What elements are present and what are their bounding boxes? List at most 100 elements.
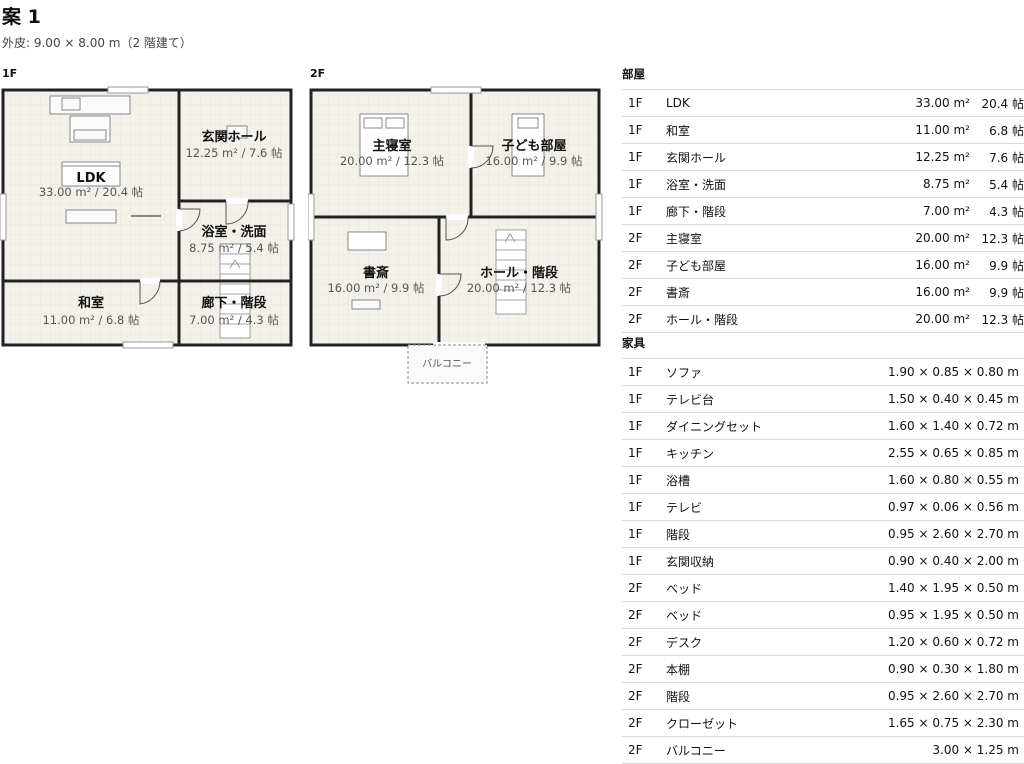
stairs-2f bbox=[495, 229, 527, 315]
furniture-row-name: ベッド bbox=[666, 608, 703, 623]
room-row-name: 子ども部屋 bbox=[666, 258, 727, 273]
room-area-bath: 8.75 m² / 5.4 帖 bbox=[189, 241, 279, 255]
furniture-row-floor: 1F bbox=[628, 419, 643, 433]
balcony: バルコニー bbox=[407, 344, 488, 384]
room-row-tatami: 12.3 帖 bbox=[981, 312, 1024, 327]
room-row-floor: 1F bbox=[628, 204, 643, 218]
furniture-row-floor: 2F bbox=[628, 689, 643, 703]
furniture-row-name: ダイニングセット bbox=[666, 419, 763, 434]
furniture-row: 1F キッチン 2.55 × 0.65 × 0.85 m bbox=[622, 440, 1024, 467]
room-name-hallway: 廊下・階段 bbox=[201, 295, 266, 311]
room-row-area: 8.75 m² bbox=[922, 177, 970, 191]
room-row-tatami: 9.9 帖 bbox=[989, 258, 1024, 273]
room-row-name: 書斎 bbox=[666, 285, 691, 300]
furniture-row-floor: 1F bbox=[628, 473, 643, 487]
furniture-heading: 家具 bbox=[622, 336, 645, 350]
room-row-area: 33.00 m² bbox=[915, 96, 970, 110]
furniture-row-dims: 1.20 × 0.60 × 0.72 m bbox=[887, 635, 1019, 649]
rooms-heading: 部屋 bbox=[622, 67, 645, 81]
room-area-washitsu: 11.00 m² / 6.8 帖 bbox=[42, 313, 139, 327]
doors-1f bbox=[139, 198, 249, 305]
room-area-ldk: 33.00 m² / 20.4 帖 bbox=[39, 185, 143, 199]
room-area-hall-stairs: 20.00 m² / 12.3 帖 bbox=[467, 281, 571, 295]
room-row-floor: 1F bbox=[628, 96, 643, 110]
room-area-child: 16.00 m² / 9.9 帖 bbox=[485, 154, 582, 168]
furniture-row-name: デスク bbox=[666, 635, 703, 650]
furniture-row-name: キッチン bbox=[666, 446, 715, 461]
furniture-row-floor: 1F bbox=[628, 527, 643, 541]
furniture-row-floor: 2F bbox=[628, 581, 643, 595]
dining-set bbox=[69, 115, 111, 143]
room-row-floor: 2F bbox=[628, 231, 643, 245]
floor-label-2f: 2F bbox=[310, 67, 326, 80]
floor-plan-1f: LDK 33.00 m² / 20.4 帖 玄関ホール 12.25 m² / 7… bbox=[0, 86, 295, 349]
furniture-row-name: 本棚 bbox=[666, 662, 691, 677]
floor-plan-2f: バルコニー 主寝室 20.00 m² / 12.3 帖 子ども部屋 16.00 … bbox=[308, 86, 603, 384]
furniture-row-name: 浴槽 bbox=[666, 473, 691, 488]
furniture-row-floor: 2F bbox=[628, 608, 643, 622]
room-row-floor: 2F bbox=[628, 312, 643, 326]
tv-stand bbox=[65, 209, 117, 224]
furniture-row-dims: 0.95 × 2.60 × 2.70 m bbox=[887, 689, 1019, 703]
room-name-bath: 浴室・洗面 bbox=[201, 224, 266, 240]
page-title: 案 1 bbox=[2, 6, 41, 28]
furniture-row-dims: 1.60 × 0.80 × 0.55 m bbox=[887, 473, 1019, 487]
furniture-row: 1F 階段 0.95 × 2.60 × 2.70 m bbox=[622, 521, 1024, 548]
room-row-floor: 1F bbox=[628, 123, 643, 137]
furniture-row-name: ベッド bbox=[666, 581, 703, 596]
room-area-hallway: 7.00 m² / 4.3 帖 bbox=[189, 313, 279, 327]
furniture-row-name: ソファ bbox=[666, 365, 703, 380]
furniture-row-name: 階段 bbox=[666, 527, 691, 542]
room-row-area: 20.00 m² bbox=[915, 231, 970, 245]
room-row-floor: 2F bbox=[628, 285, 643, 299]
room-row-area: 12.25 m² bbox=[915, 150, 970, 164]
furniture-row-name: バルコニー bbox=[666, 743, 726, 758]
desk bbox=[347, 231, 387, 251]
room-row-area: 16.00 m² bbox=[915, 285, 970, 299]
room-row-area: 7.00 m² bbox=[922, 204, 970, 218]
envelope-subtitle: 外皮: 9.00 × 8.00 m（2 階建て） bbox=[2, 36, 192, 50]
bookshelf bbox=[351, 299, 381, 310]
furniture-row-dims: 0.95 × 2.60 × 2.70 m bbox=[887, 527, 1019, 541]
windows-2f bbox=[308, 86, 603, 241]
room-name-child: 子ども部屋 bbox=[501, 138, 566, 154]
room-row-area: 16.00 m² bbox=[915, 258, 970, 272]
furniture-row-floor: 1F bbox=[628, 392, 643, 406]
furniture-row-dims: 1.50 × 0.40 × 0.45 m bbox=[887, 392, 1019, 406]
room-name-hall-stairs: ホール・階段 bbox=[480, 265, 558, 281]
furniture-row-dims: 0.97 × 0.06 × 0.56 m bbox=[887, 500, 1019, 514]
furniture-row: 1F 浴槽 1.60 × 0.80 × 0.55 m bbox=[622, 467, 1024, 494]
balcony-label: バルコニー bbox=[422, 358, 472, 370]
furniture-row-floor: 1F bbox=[628, 446, 643, 460]
room-row-name: LDK bbox=[666, 96, 690, 110]
stairs-1f bbox=[219, 253, 251, 339]
entrance-storage bbox=[226, 125, 248, 139]
room-row-name: 浴室・洗面 bbox=[666, 177, 727, 192]
room-row-tatami: 7.6 帖 bbox=[989, 150, 1024, 165]
furniture-row-dims: 1.90 × 0.85 × 0.80 m bbox=[887, 365, 1019, 379]
furniture-row-dims: 0.90 × 0.30 × 1.80 m bbox=[887, 662, 1019, 676]
room-row-name: 和室 bbox=[666, 123, 691, 138]
room-name-master: 主寝室 bbox=[372, 138, 411, 154]
room-name-genkan: 玄関ホール bbox=[201, 129, 266, 145]
furniture-row-dims: 2.55 × 0.65 × 0.85 m bbox=[887, 446, 1019, 460]
furniture-row-dims: 3.00 × 1.25 m bbox=[932, 743, 1019, 757]
bed-child bbox=[511, 113, 545, 177]
